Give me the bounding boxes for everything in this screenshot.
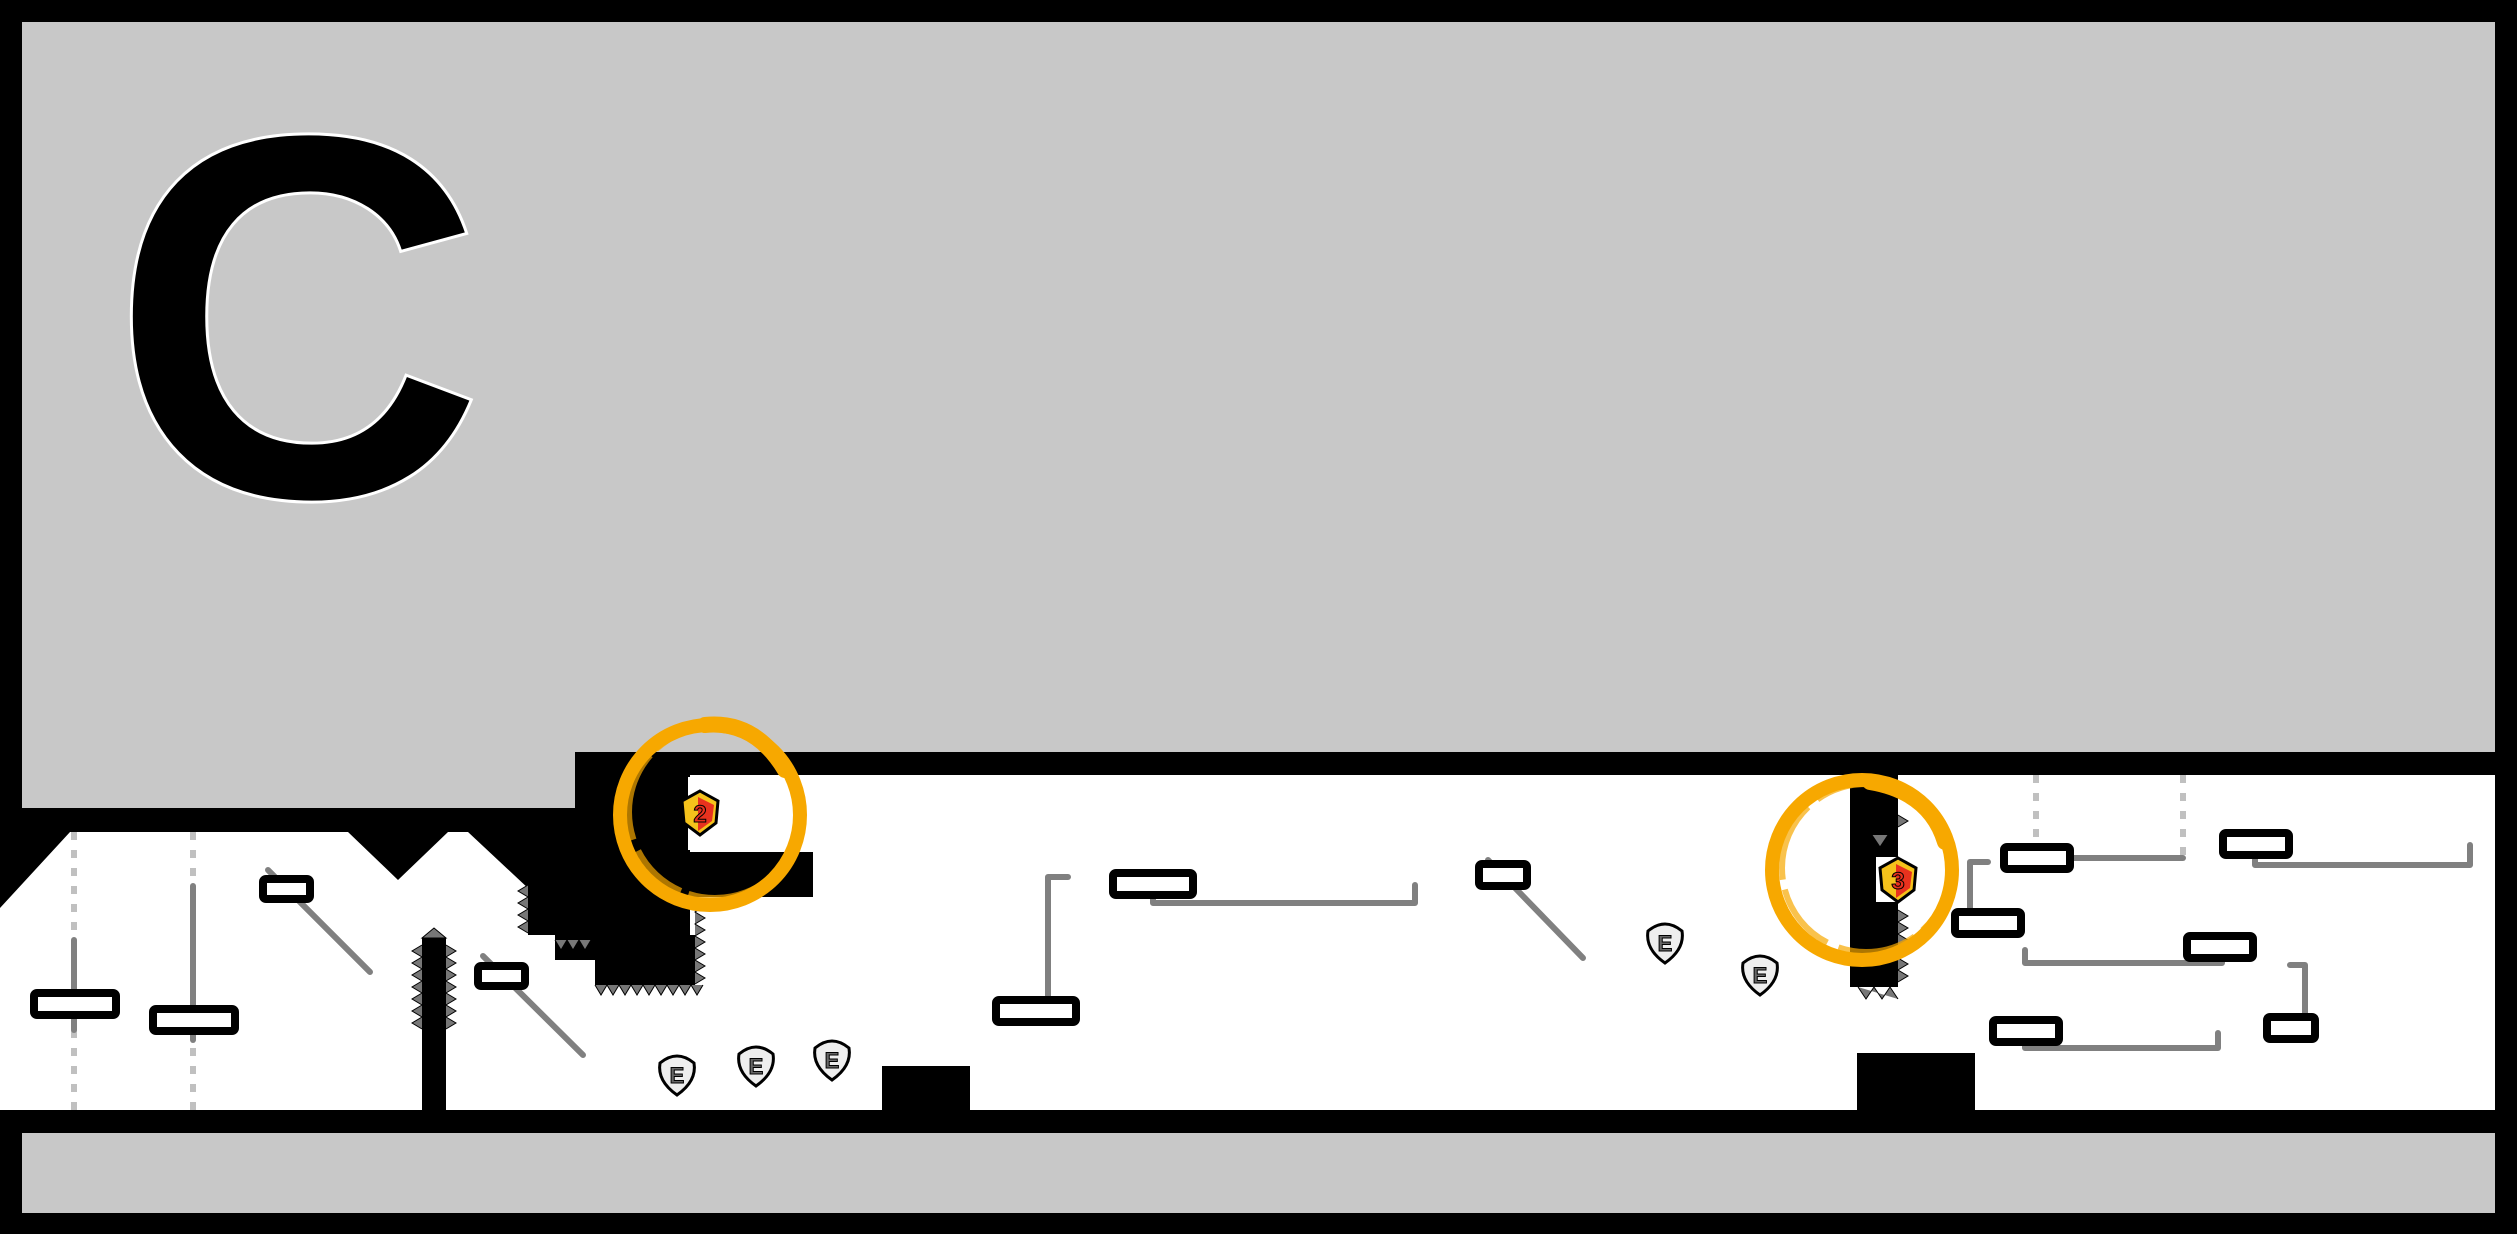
enemy-e[interactable]: E — [737, 1045, 775, 1088]
moving-platform — [992, 996, 1080, 1026]
enemy-letter: E — [1753, 963, 1768, 988]
zone-letter: C — [109, 27, 488, 608]
moving-platform — [2183, 932, 2257, 962]
enemy-body-icon — [813, 1039, 851, 1082]
spikes — [411, 814, 1909, 1030]
portal-number: 3 — [1891, 868, 1904, 895]
moving-platform — [1109, 869, 1197, 899]
enemy-letter: E — [749, 1054, 764, 1079]
moving-platform — [474, 962, 529, 990]
spike-row — [1857, 986, 1899, 1000]
spike-column — [411, 944, 423, 1030]
portal-3[interactable]: 3 — [1765, 773, 1959, 967]
spike-cap — [420, 927, 448, 939]
enemy-body-icon — [1646, 922, 1684, 965]
upper-background-zone — [22, 22, 2495, 808]
spiked-block — [528, 760, 695, 985]
enemy-letter: E — [670, 1063, 685, 1088]
enemy-body-icon — [1741, 954, 1779, 997]
spike-row — [1871, 834, 1889, 848]
spike-column — [694, 899, 706, 985]
enemy-e[interactable]: E — [1741, 954, 1779, 997]
enemy-body-icon — [658, 1054, 696, 1097]
shield-puzzle-badge-icon: 2 — [680, 789, 720, 837]
spike-column — [517, 884, 529, 934]
moving-platform — [1951, 908, 2025, 938]
enemy-letter: E — [1658, 931, 1673, 956]
shield-puzzle-badge-icon: 3 — [1878, 856, 1918, 904]
post — [422, 938, 446, 1110]
moving-platform — [149, 1005, 239, 1035]
spike-column — [1897, 814, 1909, 828]
moving-platform — [1989, 1016, 2063, 1046]
moving-platform — [1475, 860, 1531, 890]
enemy-e[interactable]: E — [813, 1039, 851, 1082]
enemies: E E E E E — [658, 922, 1779, 1097]
moving-platform — [2219, 829, 2293, 859]
lower-background-zone — [22, 1133, 2495, 1213]
floor-block — [1857, 1053, 1975, 1110]
portal-2[interactable]: 2 — [613, 716, 807, 912]
portal-ring-flare — [697, 716, 793, 778]
floor-block — [882, 1066, 970, 1110]
spike-column — [445, 944, 457, 1030]
spike-row — [554, 939, 592, 951]
spike-row — [594, 984, 704, 996]
moving-platforms — [30, 829, 2319, 1046]
portal-number: 2 — [693, 801, 706, 828]
moving-platform — [30, 989, 120, 1019]
portal-ring-flare — [1862, 774, 1953, 850]
enemy-letter: E — [825, 1048, 840, 1073]
moving-platform — [2000, 843, 2074, 873]
portal-ring — [626, 723, 804, 901]
moving-platform — [2263, 1013, 2319, 1043]
moving-platform — [259, 875, 314, 903]
enemy-e[interactable]: E — [658, 1054, 696, 1097]
enemy-body-icon — [737, 1045, 775, 1088]
enemy-e[interactable]: E — [1646, 922, 1684, 965]
